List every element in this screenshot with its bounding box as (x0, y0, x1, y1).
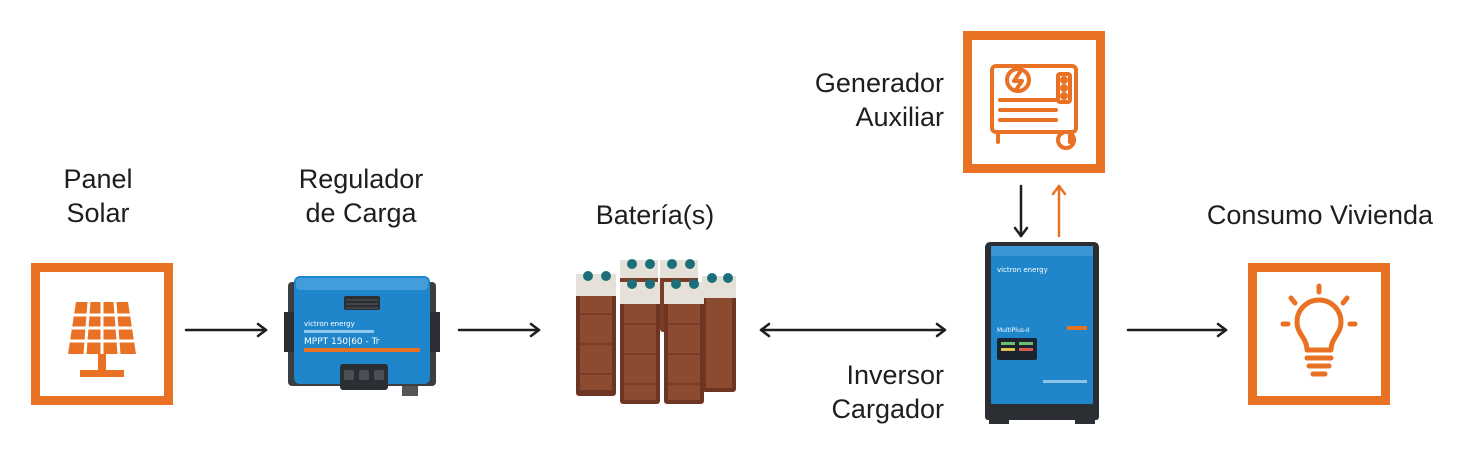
svg-text:victron energy: victron energy (304, 320, 355, 328)
arrow-battery-inverter-bidirectional (759, 322, 947, 338)
arrow-panel-to-regulator (184, 322, 268, 338)
panel-box (31, 263, 173, 405)
charge-regulator-image: victron energy MPPT 150|60 - Tr (282, 272, 442, 402)
light-bulb-icon (1280, 283, 1358, 377)
panel-label-line2: Solar (66, 198, 130, 228)
regulator-device-text: MPPT 150|60 - Tr (304, 337, 380, 347)
regulator-label-line2: de Carga (305, 198, 417, 228)
consumption-label: Consumo Vivienda (1195, 198, 1445, 232)
panel-label-line1: Panel (63, 164, 133, 194)
battery-bank-image (562, 254, 742, 414)
inverter-label: Inversor Cargador (800, 358, 944, 426)
regulator-label: Regulador de Carga (281, 162, 441, 230)
arrow-regulator-to-battery (457, 322, 541, 338)
arrow-inverter-to-consumption (1126, 322, 1228, 338)
arrow-inverter-to-generator (1051, 184, 1067, 238)
consumption-box (1248, 263, 1390, 405)
generator-label: Generador Auxiliar (790, 66, 944, 134)
consumption-label-text: Consumo Vivienda (1206, 200, 1434, 230)
inverter-label-line1: Inversor (846, 360, 944, 390)
generator-label-line1: Generador (814, 68, 944, 98)
generator-label-line2: Auxiliar (855, 102, 944, 132)
generator-icon (990, 64, 1078, 150)
generator-box (963, 31, 1105, 173)
svg-text:victron energy: victron energy (997, 266, 1048, 274)
regulator-label-line1: Regulador (298, 164, 424, 194)
inverter-charger-image: victron energy MultiPlus-II (983, 240, 1101, 425)
battery-label: Batería(s) (570, 198, 740, 232)
inverter-device-text: MultiPlus-II (997, 327, 1030, 334)
arrow-generator-to-inverter (1013, 184, 1029, 238)
battery-label-text: Batería(s) (595, 200, 715, 230)
solar-panel-icon (68, 301, 136, 377)
panel-label: Panel Solar (48, 162, 148, 230)
inverter-label-line2: Cargador (831, 394, 944, 424)
